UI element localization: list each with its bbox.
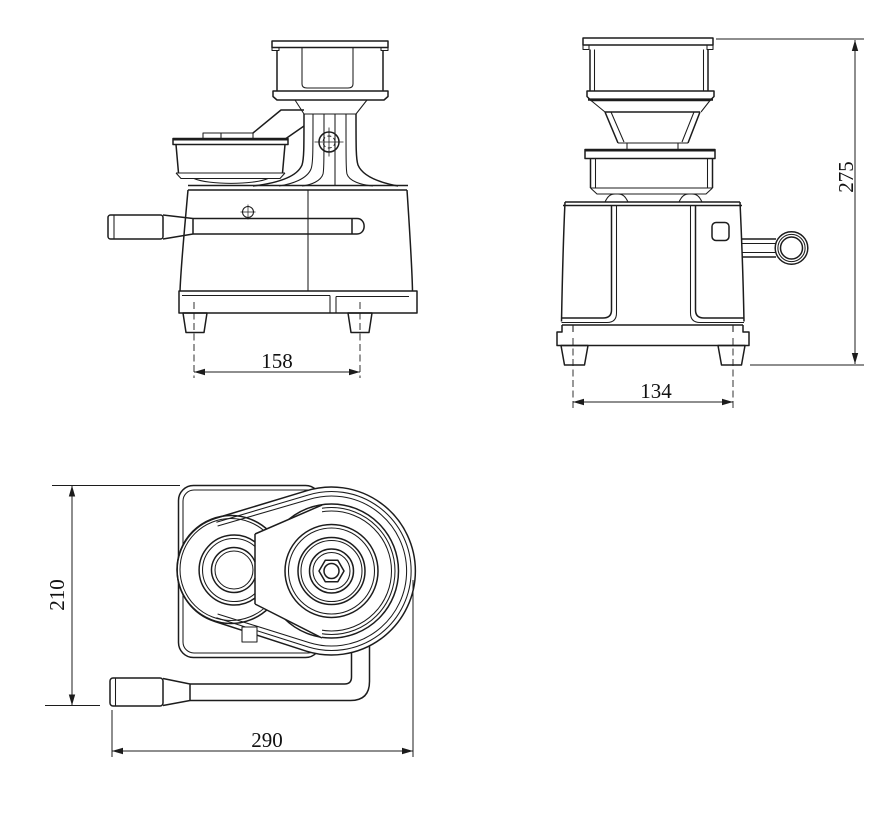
side-foot-left [560, 344, 589, 366]
front-handle [107, 214, 365, 240]
crank-knob [742, 230, 809, 266]
front-view: 158 [107, 40, 418, 378]
dim-label-210: 210 [45, 579, 69, 611]
side-button [711, 221, 730, 242]
dimension-top-depth: 210 [45, 485, 180, 706]
top-bracket-arcs [198, 534, 256, 606]
hopper-cup [271, 40, 389, 115]
front-base [178, 290, 418, 378]
hub-nut-hexagon [318, 559, 345, 583]
body-screw-icon [240, 204, 256, 220]
side-foot-right [717, 344, 746, 366]
front-foot-left [182, 312, 208, 334]
side-centerlines [572, 338, 734, 409]
column-screw-icon [314, 127, 344, 157]
dimension-side-foot-span: 134 [573, 379, 733, 406]
front-centerlines [193, 302, 361, 378]
front-foot-right [347, 312, 373, 334]
dimension-overall-height: 275 [716, 38, 864, 366]
patty-mold-bowl [172, 132, 289, 184]
top-handle [109, 645, 371, 707]
front-body [107, 184, 414, 292]
dimension-front-foot-span: 158 [194, 349, 360, 376]
dim-label-158: 158 [261, 349, 293, 373]
dim-label-290: 290 [251, 728, 283, 752]
support-column [252, 113, 399, 187]
side-funnel [590, 100, 711, 150]
side-cup [582, 37, 715, 102]
dim-label-134: 134 [640, 379, 672, 403]
top-tab [241, 626, 258, 643]
side-body [560, 201, 809, 324]
top-view: 210 290 [45, 484, 417, 757]
press-arm [252, 109, 305, 140]
dim-label-275: 275 [834, 161, 858, 193]
side-bowl [584, 148, 716, 203]
top-hub-inner-rings [284, 523, 379, 619]
side-view: 134 275 [556, 37, 864, 409]
dimension-top-width: 290 [111, 580, 414, 757]
side-base [556, 324, 750, 409]
